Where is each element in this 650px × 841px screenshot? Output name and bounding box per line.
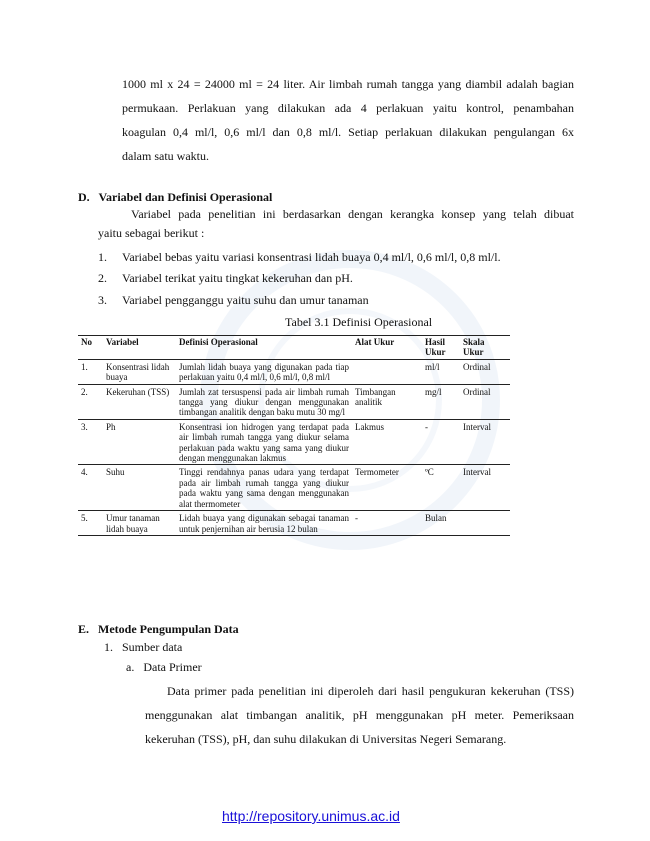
subheading-sumber-data: 1. Sumber data <box>104 640 183 654</box>
cell-skala: Interval <box>460 464 510 512</box>
list-item-num: 1. <box>98 250 107 264</box>
cell-hasil: - <box>422 419 460 466</box>
cell-no: 1. <box>78 359 103 385</box>
table-row: 5. Umur tanaman lidah buaya Lidah buaya … <box>78 510 510 536</box>
cell-alat: Lakmus <box>352 419 422 466</box>
cell-hasil: mg/l <box>422 384 460 420</box>
cell-no: 4. <box>78 464 103 512</box>
list-item-num: 3. <box>98 293 107 307</box>
cell-skala: Ordinal <box>460 384 510 420</box>
section-d-para-line-1: Variabel pada penelitian ini berdasarkan… <box>131 207 574 221</box>
table-header-row: No Variabel Definisi Operasional Alat Uk… <box>78 335 510 360</box>
section-e-para-line-1: Data primer pada penelitian ini diperole… <box>167 684 574 698</box>
col-header-variabel: Variabel <box>103 335 176 360</box>
cell-variabel: Umur tanaman lidah buaya <box>103 510 176 536</box>
section-d-heading: D. Variabel dan Definisi Operasional <box>78 190 273 204</box>
intro-line-3: koagulan 0,4 ml/l, 0,6 ml/l dan 0,8 ml/l… <box>122 125 574 139</box>
cell-definisi: Tinggi rendahnya panas udara yang terdap… <box>176 464 352 512</box>
list-item-text: Variabel pengganggu yaitu suhu dan umur … <box>122 293 369 307</box>
cell-definisi: Lidah buaya yang digunakan sebagai tanam… <box>176 510 352 536</box>
cell-skala: Interval <box>460 419 510 466</box>
subheading-data-primer: a. Data Primer <box>126 660 202 674</box>
col-header-no: No <box>78 335 103 360</box>
table-row: 3. Ph Konsentrasi ion hidrogen yang terd… <box>78 419 510 466</box>
section-e-heading: E. Metode Pengumpulan Data <box>78 622 239 636</box>
cell-definisi: Jumlah zat tersuspensi pada air limbah r… <box>176 384 352 420</box>
intro-line-1: 1000 ml x 24 = 24000 ml = 24 liter. Air … <box>122 77 574 91</box>
cell-no: 2. <box>78 384 103 420</box>
cell-variabel: Kekeruhan (TSS) <box>103 384 176 420</box>
table-row: 1. Konsentrasi lidah buaya Jumlah lidah … <box>78 359 510 385</box>
cell-hasil: ml/l <box>422 359 460 385</box>
cell-definisi: Konsentrasi ion hidrogen yang terdapat p… <box>176 419 352 466</box>
list-item-text: Variabel terikat yaitu tingkat kekeruhan… <box>122 271 353 285</box>
col-header-alat: Alat Ukur <box>352 335 422 360</box>
section-e-para-line-2: menggunakan alat timbangan analitik, pH … <box>145 708 574 722</box>
cell-hasil: ºC <box>422 464 460 512</box>
cell-definisi: Jumlah lidah buaya yang digunakan pada t… <box>176 359 352 385</box>
intro-line-4: dalam satu waktu. <box>122 149 209 163</box>
cell-alat: Termometer <box>352 464 422 512</box>
cell-skala: Ordinal <box>460 359 510 385</box>
cell-variabel: Ph <box>103 419 176 466</box>
list-item-num: 2. <box>98 271 107 285</box>
table-row: 4. Suhu Tinggi rendahnya panas udara yan… <box>78 464 510 512</box>
list-item-text: Variabel bebas yaitu variasi konsentrasi… <box>122 250 501 264</box>
intro-line-2: permukaan. Perlakuan yang dilakukan ada … <box>122 101 574 115</box>
section-d-para-line-2: yaitu sebagai berikut : <box>98 226 205 240</box>
cell-no: 3. <box>78 419 103 466</box>
cell-hasil: Bulan <box>422 510 460 536</box>
cell-alat <box>352 359 422 385</box>
cell-variabel: Suhu <box>103 464 176 512</box>
table-row: 2. Kekeruhan (TSS) Jumlah zat tersuspens… <box>78 384 510 420</box>
cell-alat: Timbangan analitik <box>352 384 422 420</box>
repository-link[interactable]: http://repository.unimus.ac.id <box>222 808 400 824</box>
col-header-skala: Skala Ukur <box>460 335 510 360</box>
cell-no: 5. <box>78 510 103 536</box>
cell-variabel: Konsentrasi lidah buaya <box>103 359 176 385</box>
definition-table: No Variabel Definisi Operasional Alat Uk… <box>78 335 510 536</box>
cell-skala <box>460 510 510 536</box>
cell-alat: - <box>352 510 422 536</box>
col-header-definisi: Definisi Operasional <box>176 335 352 360</box>
table-caption: Tabel 3.1 Definisi Operasional <box>285 315 433 329</box>
col-header-hasil: Hasil Ukur <box>422 335 460 360</box>
section-e-para-line-3: kekeruhan (TSS), pH, dan suhu dilakukan … <box>145 732 507 746</box>
